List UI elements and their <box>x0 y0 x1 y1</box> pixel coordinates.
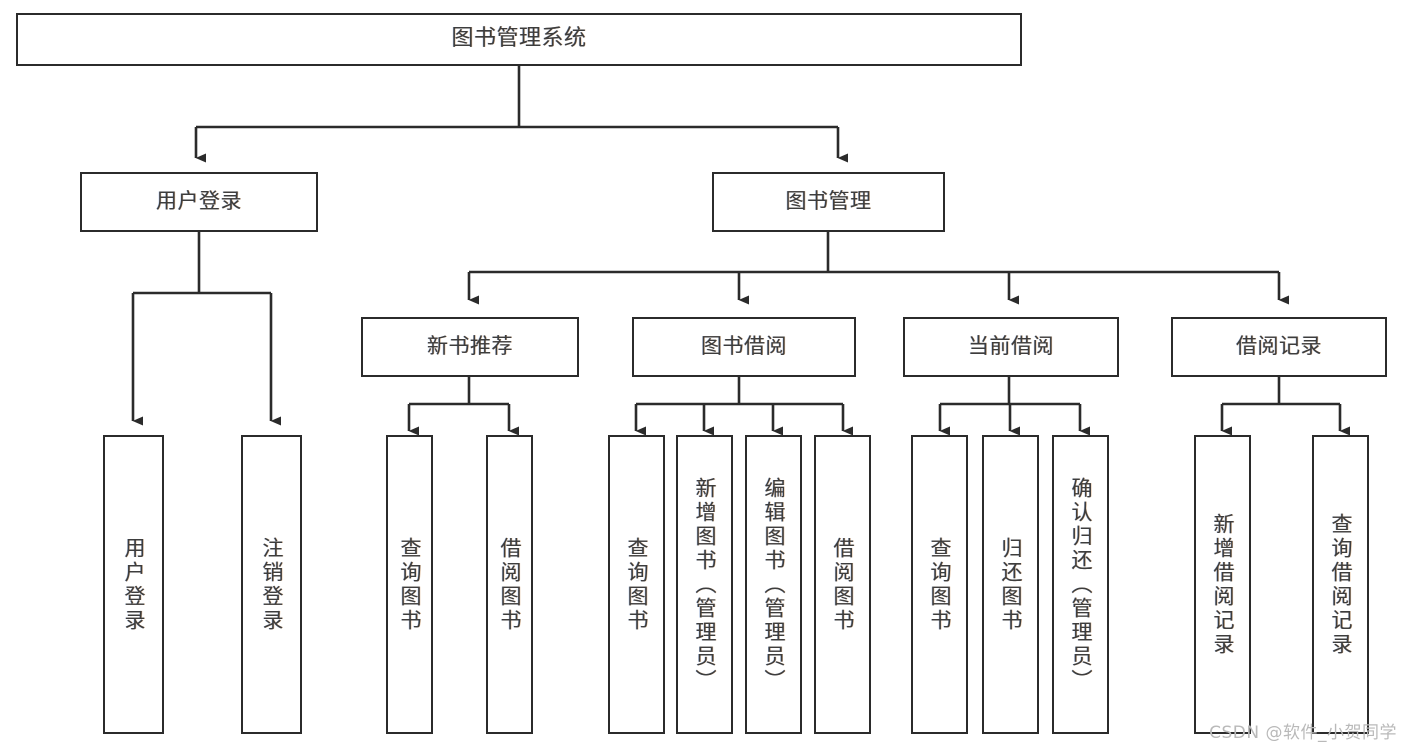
node-label: 新书推荐 <box>427 334 513 359</box>
leaf-query-book-recommend[interactable]: 查询图书 <box>386 435 433 734</box>
node-book-manage[interactable]: 图书管理 <box>712 172 945 232</box>
node-label: 借阅记录 <box>1236 334 1322 359</box>
leaf-borrow-book-recommend[interactable]: 借阅图书 <box>486 435 533 734</box>
leaf-return-book[interactable]: 归还图书 <box>982 435 1039 734</box>
leaf-query-book-borrow[interactable]: 查询图书 <box>608 435 665 734</box>
node-label: 用户登录 <box>156 189 242 214</box>
node-label: 图书管理系统 <box>451 26 587 52</box>
leaf-add-borrow-record[interactable]: 新增借阅记录 <box>1194 435 1251 734</box>
node-user-login[interactable]: 用户登录 <box>80 172 318 232</box>
leaf-query-borrow-record[interactable]: 查询借阅记录 <box>1312 435 1369 734</box>
node-label: 注销登录 <box>260 536 284 633</box>
node-label: 编辑图书（管理员） <box>762 476 786 693</box>
node-label: 归还图书 <box>999 536 1023 633</box>
node-label: 查询借阅记录 <box>1329 512 1353 657</box>
node-book-borrow[interactable]: 图书借阅 <box>632 317 856 377</box>
leaf-query-book-current[interactable]: 查询图书 <box>911 435 968 734</box>
node-label: 用户登录 <box>122 536 146 633</box>
leaf-user-login[interactable]: 用户登录 <box>103 435 164 734</box>
leaf-borrow-book[interactable]: 借阅图书 <box>814 435 871 734</box>
node-label: 新增图书（管理员） <box>693 476 717 693</box>
node-label: 查询图书 <box>928 536 952 633</box>
node-label: 查询图书 <box>625 536 649 633</box>
node-label: 查询图书 <box>398 536 422 633</box>
node-label: 借阅图书 <box>498 536 522 633</box>
node-label: 确认归还（管理员） <box>1069 476 1093 693</box>
leaf-add-book[interactable]: 新增图书（管理员） <box>676 435 733 734</box>
node-current-borrow[interactable]: 当前借阅 <box>903 317 1119 377</box>
node-root-system[interactable]: 图书管理系统 <box>16 13 1022 66</box>
csdn-watermark: CSDN @软件_小贺同学 <box>1209 723 1397 743</box>
node-label: 借阅图书 <box>831 536 855 633</box>
node-label: 图书借阅 <box>701 334 787 359</box>
leaf-edit-book[interactable]: 编辑图书（管理员） <box>745 435 802 734</box>
node-label: 当前借阅 <box>968 334 1054 359</box>
node-label: 新增借阅记录 <box>1211 512 1235 657</box>
node-borrow-record[interactable]: 借阅记录 <box>1171 317 1387 377</box>
node-label: 图书管理 <box>785 189 872 214</box>
node-new-book-recommend[interactable]: 新书推荐 <box>361 317 579 377</box>
leaf-logout-login[interactable]: 注销登录 <box>241 435 302 734</box>
leaf-confirm-return[interactable]: 确认归还（管理员） <box>1052 435 1109 734</box>
